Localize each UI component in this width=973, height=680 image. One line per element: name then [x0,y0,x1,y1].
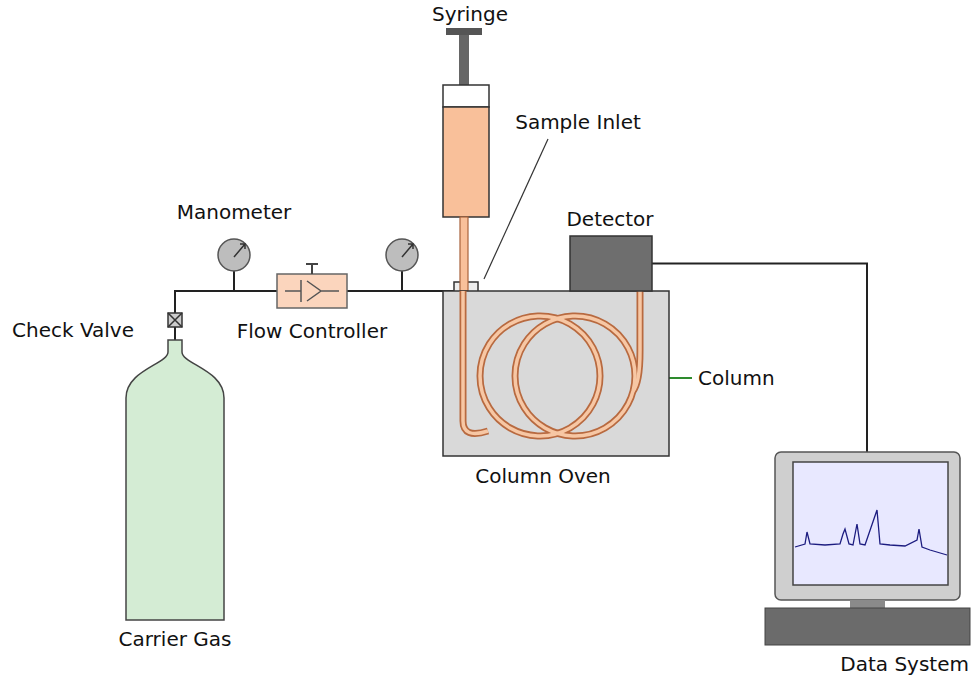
manometer-needle [234,244,245,257]
column-coil [633,291,640,391]
syringe: Syringe [441,28,491,291]
gas-line [652,264,867,453]
column-oven: Column Oven [443,291,669,456]
gas-cylinder-shape [126,340,224,620]
part-label: Manometer [177,200,292,224]
flow-controller: Flow Controller [277,274,347,308]
column-coil [515,316,635,436]
part-label-wrap: Manometer [177,200,292,224]
node-label: Column Oven [475,464,611,488]
detector: Detector [570,236,652,291]
flow-controller-knob [306,264,318,274]
column-coil [515,316,635,436]
gas-cylinder: Carrier Gas [126,340,224,620]
leader-line [484,139,548,279]
node-label-wrap: Syringe [432,2,508,26]
syringe-barrel-sample [443,107,489,217]
manometer-needle [402,244,413,257]
part-label: Column [698,366,775,390]
manometer-gauge [386,239,418,271]
part-label: Sample Inlet [515,110,641,134]
detector-shape [570,236,652,291]
node-label-wrap: Column Oven [475,464,611,488]
check-valve-cross [168,313,182,327]
syringe-plunger-handle [446,28,482,35]
manometer-stem [233,271,235,291]
monitor-bezel [775,452,960,600]
flow-controller-valve [285,280,339,302]
syringe-needle [460,217,468,291]
gas-cylinder-body [126,340,224,620]
column-oven-body [443,291,669,456]
data-system: Data System [765,452,970,645]
data-system-shape [765,452,970,645]
column-coil [480,316,600,436]
manometer-gauge [218,239,250,271]
column-oven-shape [443,291,669,456]
syringe-barrel-empty [443,85,489,107]
node-label-wrap: Data System [840,652,969,676]
node-label-wrap: Carrier Gas [119,627,232,651]
check-valve-symbol [168,313,182,327]
node-label: Detector [566,207,653,231]
column-coil [463,291,488,433]
node-label: Carrier Gas [119,627,232,651]
node-label-wrap: Flow Controller [237,319,387,343]
syringe-plunger-rod [459,35,469,85]
manometer-stem [401,271,403,291]
chromatogram-trace [795,510,947,555]
column-coil [480,316,600,436]
part-label-wrap: Column [698,366,775,390]
flow-controller-body [277,274,347,308]
flow-controller-shape [277,274,347,308]
node-label: Flow Controller [237,319,387,343]
part-label-wrap: Check Valve [12,318,134,342]
part-label: Check Valve [12,318,134,342]
monitor-base [765,608,970,645]
monitor-screen [793,462,948,585]
detector-body [570,236,652,291]
part-label-wrap: Sample Inlet [515,110,641,134]
node-label: Data System [840,652,969,676]
node-label: Syringe [432,2,508,26]
node-label-wrap: Detector [566,207,653,231]
monitor-neck [850,600,885,608]
syringe-shape [441,28,491,291]
